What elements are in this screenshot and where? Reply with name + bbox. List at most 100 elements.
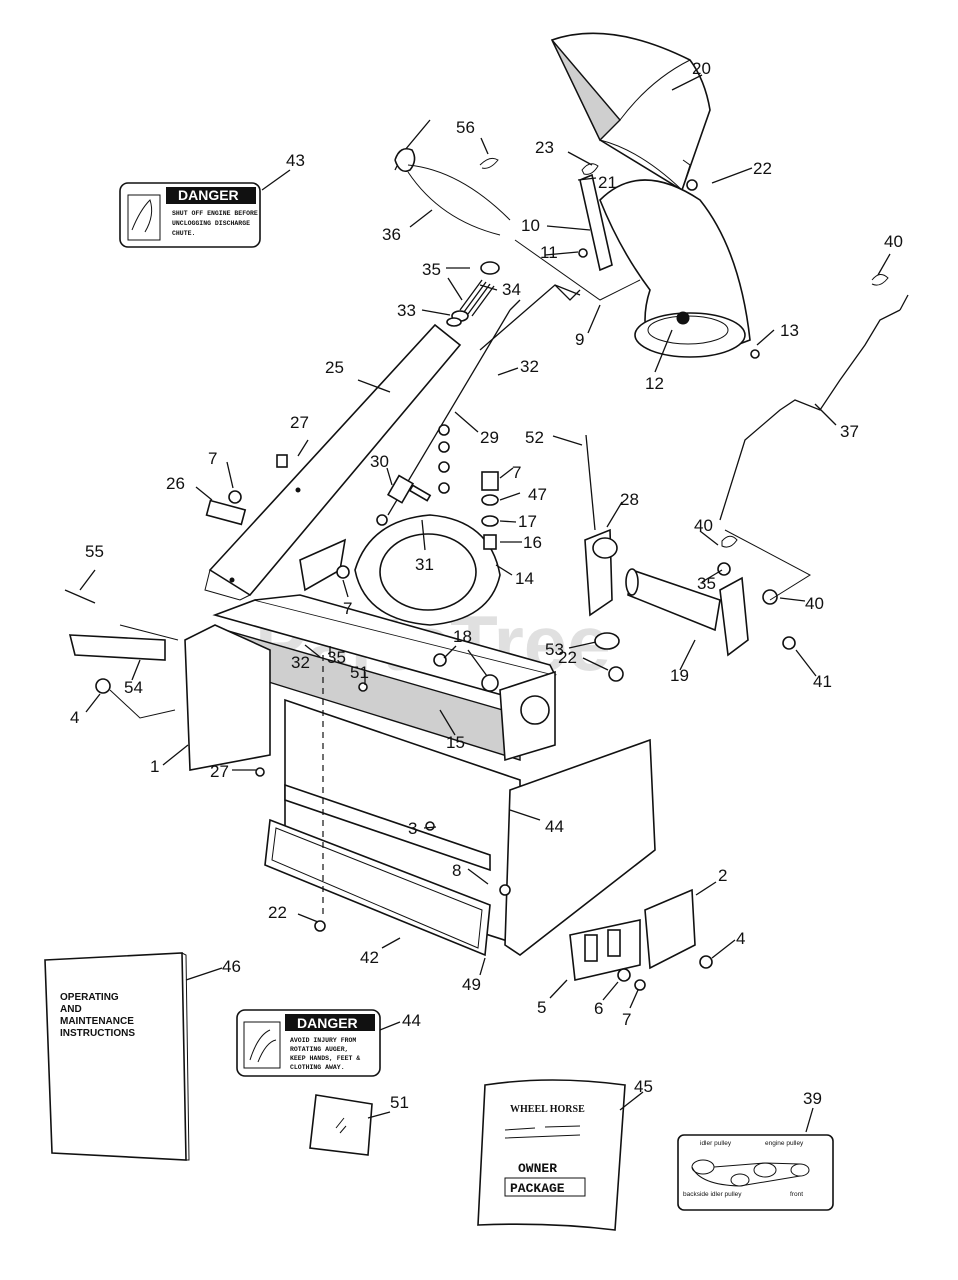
part-25-handle-bracket xyxy=(204,323,462,601)
part-37-rod xyxy=(719,274,909,521)
danger-43-line-1: SHUT OFF ENGINE BEFORE xyxy=(172,210,258,217)
callout-38: 40 xyxy=(805,594,824,613)
callout-35-b: 35 xyxy=(697,574,716,593)
callout-5: 5 xyxy=(537,998,546,1017)
manual-line-1: OPERATING xyxy=(60,992,119,1003)
part-42-scraper xyxy=(264,818,491,957)
part-10-bracket xyxy=(577,173,613,272)
callout-41: 41 xyxy=(813,672,832,691)
manual-line-4: INSTRUCTIONS xyxy=(60,1028,135,1039)
danger-decal-44: DANGER AVOID INJURY FROM ROTATING AUGER,… xyxy=(236,1009,381,1077)
callout-45: 45 xyxy=(634,1077,653,1096)
callout-18: 18 xyxy=(453,627,472,646)
callout-27-b: 27 xyxy=(210,762,229,781)
danger-title-43: DANGER xyxy=(178,187,239,203)
callout-44-a: 44 xyxy=(545,817,564,836)
callout-1: 1 xyxy=(150,757,159,776)
owner-package-line-2: PACKAGE xyxy=(510,1181,565,1196)
reflector-51 xyxy=(309,1094,373,1156)
danger-44-line-2: ROTATING AUGER, xyxy=(290,1046,349,1053)
part-9-crank-rod xyxy=(479,284,581,351)
owner-package-45: WHEEL HORSE OWNER PACKAGE xyxy=(477,1079,626,1231)
leader-frame-55 xyxy=(119,624,179,641)
part-5-skid-shoe xyxy=(569,919,641,981)
callout-4-b: 4 xyxy=(736,929,745,948)
danger-44-line-4: CLOTHING AWAY. xyxy=(290,1064,345,1071)
callout-8: 8 xyxy=(452,861,461,880)
callout-28: 28 xyxy=(620,490,639,509)
part-23-pin xyxy=(581,163,599,175)
callout-7-b: 7 xyxy=(512,463,521,482)
callout-7-c: 7 xyxy=(343,599,352,618)
part-19-shaft xyxy=(625,568,749,657)
callout-39: 39 xyxy=(803,1089,822,1108)
callout-47: 47 xyxy=(528,485,547,504)
part-36-cable xyxy=(394,119,511,236)
callout-33: 33 xyxy=(397,301,416,320)
callout-19: 19 xyxy=(670,666,689,685)
belt-front: front xyxy=(790,1191,803,1198)
callout-37: 37 xyxy=(840,422,859,441)
callout-11: 11 xyxy=(540,243,558,262)
part-55-bolt xyxy=(64,589,96,604)
callout-7-d: 7 xyxy=(622,1010,631,1029)
part-56-clip xyxy=(479,157,499,169)
callout-25: 25 xyxy=(325,358,344,377)
callout-14: 14 xyxy=(515,569,534,588)
belt-idler-pulley: idler pulley xyxy=(700,1140,732,1147)
callout-2: 2 xyxy=(718,866,727,885)
callout-27-a: 27 xyxy=(290,413,309,432)
callout-4-a: 4 xyxy=(70,708,79,727)
callout-15: 15 xyxy=(446,733,465,752)
callout-40-a: 40 xyxy=(884,232,903,251)
callout-35-c: 35 xyxy=(327,648,346,667)
callout-32-b: 32 xyxy=(291,653,310,672)
callout-42: 42 xyxy=(360,948,379,967)
manual-46: OPERATING AND MAINTENANCE INSTRUCTIONS xyxy=(44,952,190,1161)
callout-9: 9 xyxy=(575,330,584,349)
callout-43: 43 xyxy=(286,151,305,170)
callout-40-b: 40 xyxy=(694,516,713,535)
leader-frame-4 xyxy=(109,689,176,719)
callout-49: 51 xyxy=(350,663,369,682)
owner-package-line-1: OWNER xyxy=(518,1161,557,1176)
part-28-bracket xyxy=(584,528,618,617)
callout-23: 23 xyxy=(535,138,554,157)
callout-12: 12 xyxy=(645,374,664,393)
part-53-washer xyxy=(594,632,620,650)
callout-21: 21 xyxy=(598,173,617,192)
part-2-plate xyxy=(644,888,696,970)
danger-43-line-3: CHUTE. xyxy=(172,230,195,237)
callout-36: 36 xyxy=(382,225,401,244)
leader-frame-20 xyxy=(681,159,691,191)
callout-29: 29 xyxy=(480,428,499,447)
callout-22-a: 22 xyxy=(753,159,772,178)
part-54-bar xyxy=(68,634,166,661)
part-14-mounting-plate xyxy=(354,514,501,626)
callout-16: 16 xyxy=(523,533,542,552)
spring-assembly xyxy=(446,261,500,327)
owner-package-brand: WHEEL HORSE xyxy=(510,1104,585,1115)
danger-decal-43: DANGER SHUT OFF ENGINE BEFORE UNCLOGGING… xyxy=(119,182,261,248)
leader-lines xyxy=(79,74,891,1133)
callout-17: 17 xyxy=(518,512,537,531)
callout-52: 52 xyxy=(525,428,544,447)
manual-line-3: MAINTENANCE xyxy=(60,1016,134,1027)
callout-51: 51 xyxy=(390,1093,409,1112)
callout-26: 26 xyxy=(166,474,185,493)
callout-6: 6 xyxy=(594,999,603,1018)
callout-53: 53 xyxy=(545,640,564,659)
part-29-crank xyxy=(376,299,521,526)
callout-3: 3 xyxy=(408,819,417,838)
callout-numbers: 20 22 23 21 43 56 36 35 34 33 10 11 9 13… xyxy=(70,59,903,1112)
manual-line-2: AND xyxy=(60,1004,82,1015)
leader-frame xyxy=(724,529,812,601)
callout-44-b: 44 xyxy=(402,1011,421,1030)
callout-31: 31 xyxy=(415,555,434,574)
callout-55: 55 xyxy=(85,542,104,561)
callout-48: 49 xyxy=(462,975,481,994)
danger-43-line-2: UNCLOGGING DISCHARGE xyxy=(172,220,250,227)
callout-34: 34 xyxy=(502,280,521,299)
belt-decal-39: idler pulley engine pulley backside idle… xyxy=(677,1134,834,1211)
